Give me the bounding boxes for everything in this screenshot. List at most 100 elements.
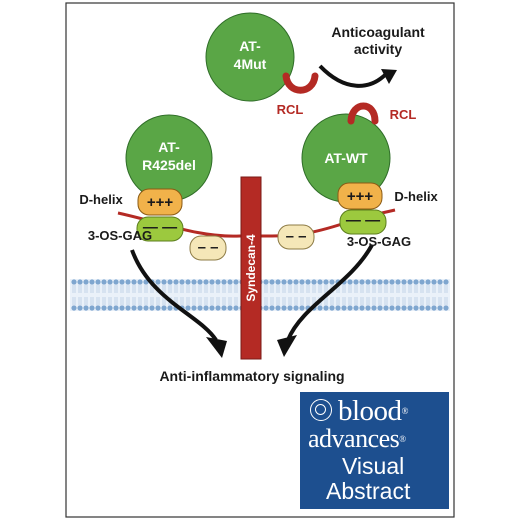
lipid-head — [185, 305, 191, 311]
lipid-head — [419, 279, 425, 285]
lipid-head — [263, 279, 269, 285]
lipid-head — [443, 279, 449, 285]
left-signal-arrow — [130, 249, 218, 342]
lipid-head — [359, 305, 365, 311]
lipid-head — [149, 305, 155, 311]
lipid-head — [275, 305, 281, 311]
lipid-head — [269, 279, 275, 285]
lipid-head — [443, 305, 449, 311]
lipid-head — [95, 305, 101, 311]
lipid-head — [335, 305, 341, 311]
lipid-head — [431, 305, 437, 311]
lipid-head — [155, 305, 161, 311]
lipid-head — [329, 279, 335, 285]
at-wt-minus-charges: — — — [346, 212, 380, 229]
d-helix-label-right: D-helix — [394, 189, 438, 204]
lipid-head — [101, 305, 107, 311]
lipid-head — [113, 279, 119, 285]
lipid-head — [317, 305, 323, 311]
lipid-head — [77, 279, 83, 285]
lipid-head — [359, 279, 365, 285]
journal-seal-icon — [310, 399, 332, 421]
lipid-head — [323, 305, 329, 311]
lipid-head — [71, 279, 77, 285]
logo-line2: advances — [308, 424, 400, 453]
lipid-head — [389, 279, 395, 285]
logo-line1: blood — [338, 395, 402, 427]
lipid-head — [437, 305, 443, 311]
lipid-head — [425, 305, 431, 311]
rcl-loop-4mut — [282, 72, 319, 94]
anticoagulant-arrow — [318, 64, 388, 88]
lipid-head — [413, 305, 419, 311]
at-r425del-plus-charges: +++ — [147, 194, 174, 211]
logo-line4: Abstract — [326, 478, 411, 504]
lipid-head — [431, 279, 437, 285]
gag-label-left: 3-OS-GAG — [88, 228, 152, 243]
lipid-head — [329, 305, 335, 311]
lipid-head — [215, 305, 221, 311]
lipid-head — [191, 279, 197, 285]
syndecan-left-minus: – – — [198, 239, 219, 256]
lipid-head — [401, 279, 407, 285]
lipid-head — [71, 305, 77, 311]
syndecan-left-negative — [189, 235, 227, 261]
registered-mark-icon: ® — [401, 406, 409, 416]
lipid-head — [377, 279, 383, 285]
lipid-head — [89, 305, 95, 311]
lipid-head — [401, 305, 407, 311]
syndecan-label: Syndecan-4 — [244, 234, 258, 302]
lipid-head — [407, 279, 413, 285]
lipid-head — [281, 279, 287, 285]
lipid-head — [173, 279, 179, 285]
lipid-head — [137, 279, 143, 285]
lipid-head — [413, 279, 419, 285]
lipid-head — [155, 279, 161, 285]
lipid-head — [323, 279, 329, 285]
lipid-head — [137, 305, 143, 311]
lipid-head — [227, 279, 233, 285]
lipid-head — [125, 305, 131, 311]
lipid-head — [293, 279, 299, 285]
lipid-head — [131, 279, 137, 285]
lipid-head — [119, 279, 125, 285]
gag-label-right: 3-OS-GAG — [347, 234, 411, 249]
right-arrowhead — [277, 335, 297, 357]
lipid-head — [299, 279, 305, 285]
at-r425del-label-line2: R425del — [142, 157, 196, 173]
at-wt-d-helix — [337, 182, 383, 210]
lipid-head — [215, 279, 221, 285]
lipid-head — [347, 305, 353, 311]
d-helix-label-left: D-helix — [79, 192, 123, 207]
lipid-head — [143, 305, 149, 311]
at-wt-gag-negative — [339, 209, 387, 235]
lipid-head — [305, 279, 311, 285]
lipid-head — [353, 305, 359, 311]
rcl-label-wt: RCL — [390, 107, 417, 122]
lipid-head — [203, 305, 209, 311]
lipid-head — [425, 279, 431, 285]
lipid-head — [299, 305, 305, 311]
lipid-head — [221, 305, 227, 311]
at-r425del-minus-charges: — — — [143, 219, 177, 236]
right-signal-arrow — [286, 244, 374, 341]
lipid-head — [167, 279, 173, 285]
lipid-head — [167, 305, 173, 311]
registered-mark-icon-2: ® — [399, 434, 406, 444]
lipid-head — [131, 305, 137, 311]
lipid-head — [275, 279, 281, 285]
signaling-label: Anti-inflammatory signaling — [159, 368, 344, 384]
lipid-head — [125, 279, 131, 285]
lipid-head — [293, 305, 299, 311]
logo-line3: Visual — [342, 453, 405, 479]
signaling-arrows — [130, 244, 374, 342]
lipid-head — [365, 305, 371, 311]
lipid-head — [377, 305, 383, 311]
lipid-head — [263, 305, 269, 311]
lipid-head — [269, 305, 275, 311]
at-4mut-label-line2: 4Mut — [234, 56, 267, 72]
lipid-head — [383, 279, 389, 285]
lipid-head — [281, 305, 287, 311]
